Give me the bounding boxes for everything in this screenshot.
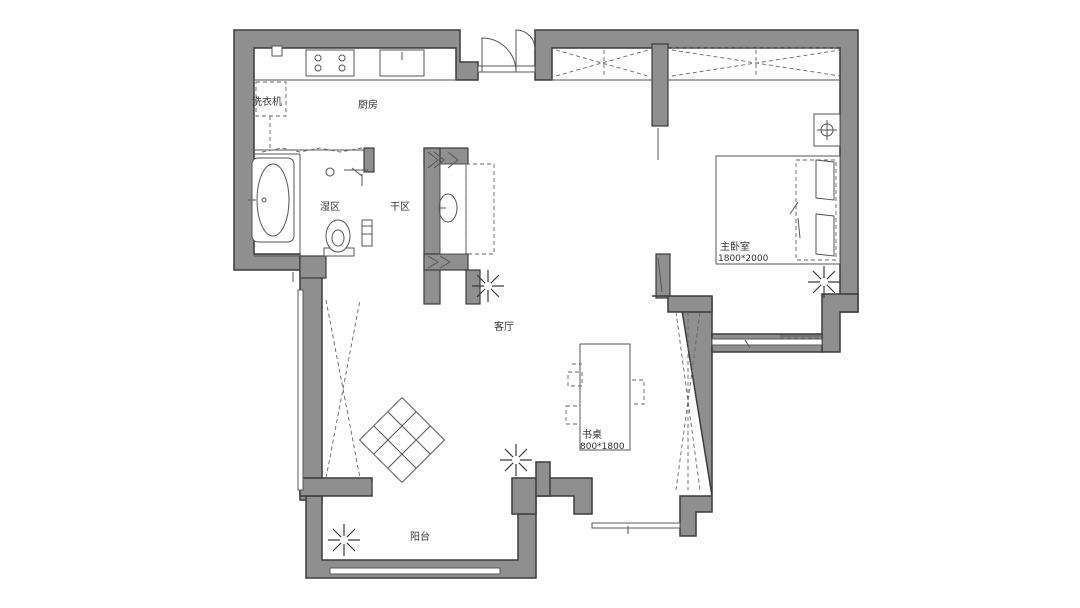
wall-living-bottom-left [299,477,373,497]
wall-bedroom-step [821,293,859,353]
desk [579,343,631,451]
wall-bottom-middle [511,477,593,515]
ottoman [358,396,446,484]
label-kitchen: 厨房 [358,98,378,111]
windows [297,289,823,575]
kitchen-cooktop [305,49,355,77]
label-wet-zone: 湿区 [320,201,340,213]
pier-dry-zone [465,269,481,305]
bedroom-fixtures: 主卧室 1800*2000 [552,47,841,349]
label-washer: 洗衣机 [252,95,282,108]
vanity-pier-bottom [423,253,469,271]
label-desk-size: 800*1800 [580,442,625,452]
window-balcony [329,567,501,575]
exterior-walls [233,29,859,579]
partition-bedroom-corner [652,295,713,313]
bathtub [251,157,295,243]
wall-bottom-notch [535,461,551,497]
partition-bedroom-lower [655,253,671,299]
balcony-fixtures: 阳台 [410,530,430,543]
bed [715,155,841,265]
vanity-pier-left [423,147,441,305]
window-bedroom-bottom [711,338,823,346]
plant-icon-bedroom [808,266,840,298]
kitchen-fixtures: 洗衣机 厨房 [252,45,456,148]
plant-icon-balcony [328,524,360,556]
plant-icon-dry-zone [472,270,504,302]
bathroom-fixtures: 湿区 干区 [248,147,410,257]
plant-icon-living [500,444,532,476]
label-desk: 书桌 [582,428,602,441]
vanity-basin [438,193,458,223]
interior-walls [299,43,713,313]
toilet [325,219,351,253]
partition-bedroom-upper [651,43,669,127]
label-balcony: 阳台 [410,530,430,543]
label-dry-zone: 干区 [390,201,410,213]
living-room-fixtures: 客厅 书桌 800*1800 [325,299,701,494]
label-bed-size: 1800*2000 [718,254,769,264]
wall-bedroom-top-right [534,29,859,313]
window-living-left [297,289,304,491]
floor-drain [325,167,335,177]
pier-bath-right [363,147,375,173]
label-living-room: 客厅 [494,320,514,333]
entrance-door [477,29,536,73]
pier-bath-bottom [299,255,327,279]
wall-living-right [679,297,713,537]
vanity [427,151,495,269]
label-master-bedroom: 主卧室 [720,240,750,253]
window-living-bottom [591,522,681,529]
